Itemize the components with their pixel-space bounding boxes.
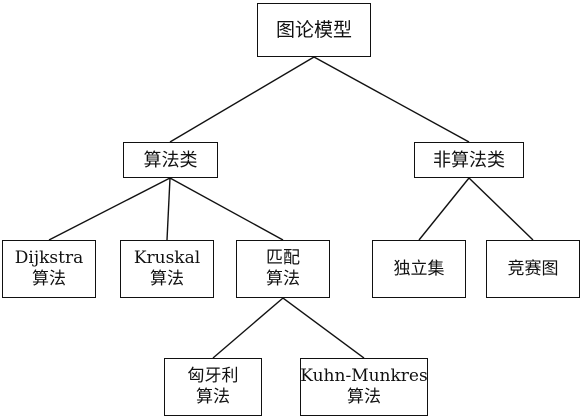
node-algorithmic: 算法类 bbox=[123, 142, 218, 178]
node-graph-theory-model: 图论模型 bbox=[257, 3, 371, 57]
node-matching-algorithm: 匹配 算法 bbox=[236, 240, 330, 298]
edge-root-alg bbox=[169, 56, 315, 143]
node-label-line1: Kuhn-Munkres bbox=[300, 366, 428, 386]
edge-alg-kruskal bbox=[166, 177, 171, 241]
node-label: 非算法类 bbox=[433, 149, 505, 171]
node-kuhn-munkres-algorithm: Kuhn-Munkres 算法 bbox=[300, 358, 428, 416]
node-label-line2: 算法 bbox=[196, 387, 230, 407]
node-label: 算法类 bbox=[143, 149, 198, 171]
edge-matching-kuhn-munkres bbox=[282, 297, 365, 359]
node-label-line2: 算法 bbox=[266, 269, 300, 289]
edge-alg-matching bbox=[169, 177, 284, 241]
edge-matching-hungarian bbox=[212, 297, 284, 359]
node-label-line1: 匹配 bbox=[266, 248, 300, 268]
node-label: 独立集 bbox=[393, 258, 445, 279]
node-label-line2: 算法 bbox=[150, 269, 184, 289]
node-label-line2: 算法 bbox=[347, 387, 381, 407]
node-label-line2: 算法 bbox=[32, 269, 66, 289]
node-label-line1: Kruskal bbox=[133, 248, 201, 268]
edge-root-nonalg bbox=[313, 56, 470, 143]
edge-nonalg-independent bbox=[418, 177, 470, 241]
node-non-algorithmic: 非算法类 bbox=[414, 142, 524, 178]
node-label: 竞赛图 bbox=[507, 258, 559, 279]
node-label-line1: Dijkstra bbox=[14, 248, 84, 268]
node-tournament-graph: 竞赛图 bbox=[486, 240, 580, 298]
node-hungarian-algorithm: 匈牙利 算法 bbox=[164, 358, 262, 416]
node-independent-set: 独立集 bbox=[372, 240, 466, 298]
edge-alg-dijkstra bbox=[48, 177, 171, 241]
node-kruskal-algorithm: Kruskal 算法 bbox=[120, 240, 214, 298]
node-label: 图论模型 bbox=[275, 18, 352, 41]
edge-nonalg-competition bbox=[468, 177, 534, 241]
node-label-line1: 匈牙利 bbox=[187, 366, 239, 386]
node-dijkstra-algorithm: Dijkstra 算法 bbox=[2, 240, 96, 298]
